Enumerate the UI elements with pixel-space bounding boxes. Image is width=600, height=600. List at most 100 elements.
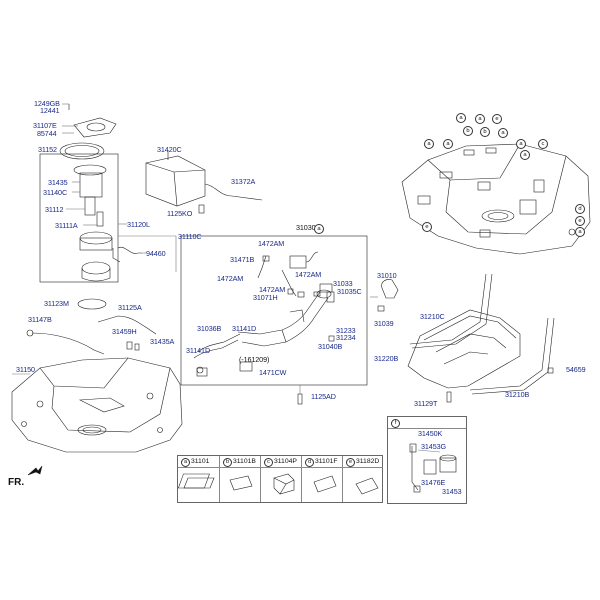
fuel-level-sender [423,459,437,475]
callout-e: e [492,114,502,124]
parts-number: 31101 [191,458,210,465]
filler-hose [197,333,241,353]
label-31035C: 31035C [337,287,362,296]
label-31111A: 31111A [55,221,78,230]
callout-a: a [516,139,526,149]
label-54659: 54659 [566,365,586,374]
label-31210B: 31210B [505,390,530,399]
label-31141D-a: 31141D [232,324,257,333]
label-31453: 31453 [442,487,462,496]
tank-strap-upper [409,273,487,345]
filler-neck [237,291,321,335]
label-1471CW: 1471CW [259,368,287,377]
front-arrow-icon [27,465,43,476]
label-31459H: 31459H [112,327,137,336]
label-31010: 31010 [377,271,397,280]
callout-c: c [538,139,548,149]
seal-ring [77,298,107,310]
callout-d: d [575,204,585,214]
label-31123M: 31123M [44,299,69,308]
label-1472AM-c: 1472AM [217,274,244,283]
label-31033: 31033 [333,279,353,288]
label-85744: 85744 [37,129,57,138]
heat-shield [407,309,521,389]
detail-box-f: f [387,416,467,504]
label-1249GB: 1249GB [34,99,60,108]
reservoir-cup [81,261,111,275]
front-direction-label: FR. [8,477,25,488]
label-31372A: 31372A [231,177,256,186]
label-1125KO: 1125KO [167,209,193,218]
parts-letter: e [346,457,355,467]
label-94460: 94460 [146,249,166,258]
vapor-hose [31,332,105,355]
label-31234: 31234 [336,333,356,342]
feed-hose [97,315,157,335]
label-31140C: 31140C [43,188,68,197]
label-31120L: 31120L [127,220,150,229]
label-1125AD: 1125AD [311,392,336,401]
canister-body [145,155,206,207]
label-1472AM-d: 1472AM [259,285,286,294]
callout-a: a [424,139,434,149]
label-31125A: 31125A [118,303,142,312]
parts-letter: c [264,457,273,467]
fuel-tank [11,357,183,453]
check-valve [289,255,307,269]
parts-letter: b [223,457,232,467]
label-31112: 31112 [45,205,64,214]
fuel-tank-top-view [401,143,591,255]
lock-ring [59,142,105,160]
tank-strap-lower [469,317,549,391]
cover-gasket [86,122,106,132]
label-1472AM-b: 1472AM [295,270,322,279]
callout-e: e [575,216,585,226]
label-31450K: 31450K [418,429,443,438]
pump-harness [117,246,142,254]
callout-a: a [475,114,485,124]
label-31453G: 31453G [421,442,446,451]
callout-a: a [520,150,530,160]
label-31071H: 31071H [253,293,278,302]
canister-bolt [198,204,205,214]
parts-number: 31182D [356,458,380,465]
filler-neck-frame [180,235,368,386]
label-1472AM-a: 1472AM [258,239,285,248]
callout-a: a [314,224,324,234]
label-31039: 31039 [374,319,394,328]
fuel-pump [84,196,96,216]
label-31152: 31152 [38,145,57,154]
detail-letter: f [391,418,400,428]
label-12441: 12441 [40,106,60,115]
hose-clamp [239,361,253,372]
label-31030: 31030 [296,223,316,232]
label-31435: 31435 [48,178,68,187]
label-31040B: 31040B [318,342,343,351]
label-31210C: 31210C [420,312,445,321]
label-31220B: 31220B [374,354,399,363]
callout-a: a [498,128,508,138]
callout-e: e [422,222,432,232]
parts-number: 31101F [315,458,338,465]
parts-letter: d [305,457,314,467]
callout-b: b [463,126,473,136]
label-31420C: 31420C [157,145,182,154]
label-31036B: 31036B [197,324,222,333]
label-31141D-b: 31141D [186,346,211,355]
label-31150: 31150 [16,365,35,374]
label-31435A: 31435A [150,337,175,346]
callout-b: b [480,127,490,137]
label-31147B: 31147B [28,315,52,324]
callout-a: a [443,139,453,149]
label-31107E: 31107E [33,121,57,130]
sensor-harness [411,446,419,491]
callout-a: a [575,227,585,237]
label-31471B: 31471B [230,255,255,264]
callout-a: a [456,113,466,123]
